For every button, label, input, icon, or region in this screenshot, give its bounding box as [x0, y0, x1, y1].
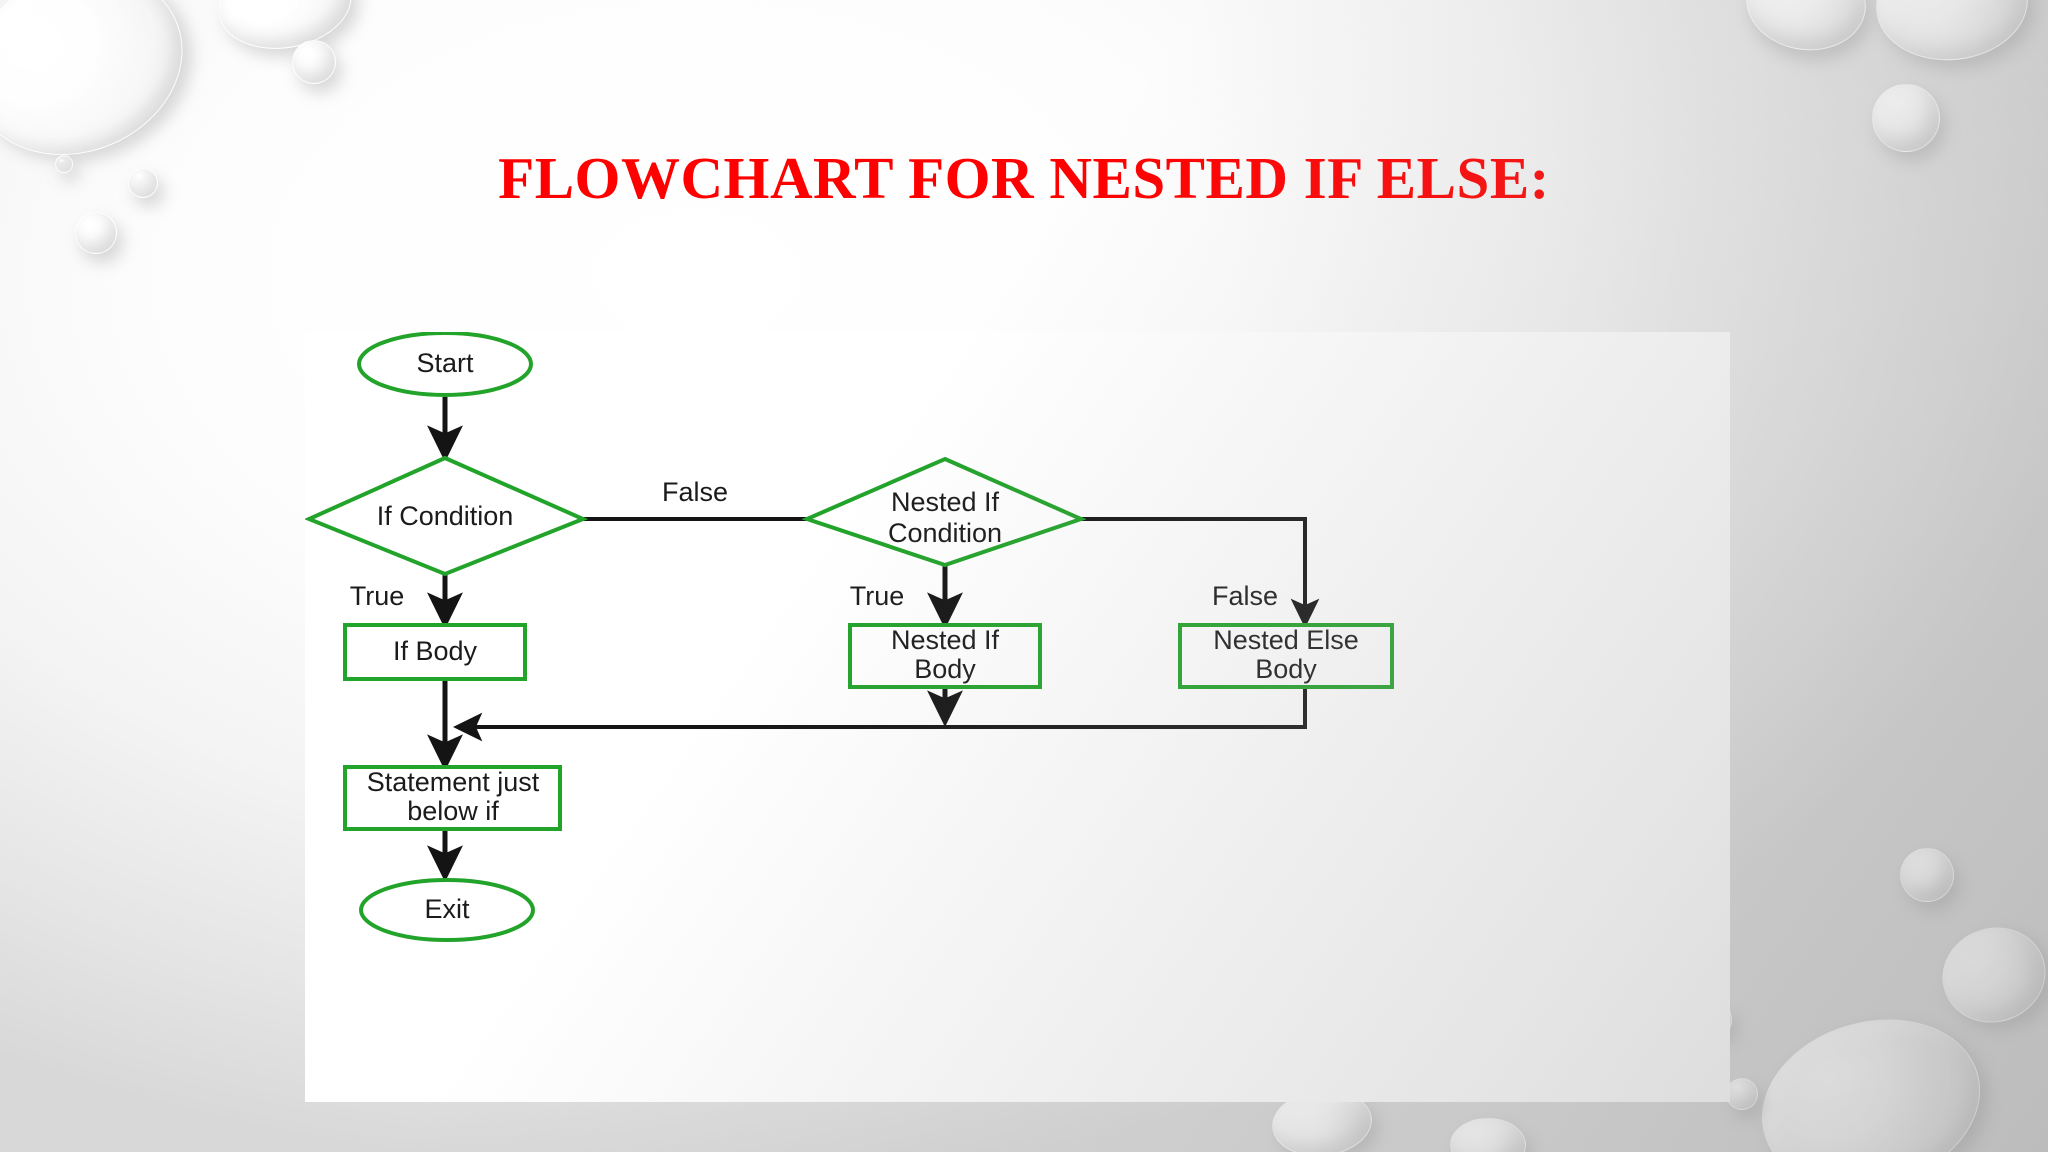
- exit-label: Exit: [424, 894, 470, 924]
- if-condition-diamond-shape: [305, 455, 589, 577]
- if-condition-label: If Condition: [377, 501, 514, 531]
- droplet-decoration: [1930, 914, 2048, 1036]
- edge-label-if-false: False: [662, 477, 728, 507]
- page-title: FLOWCHART FOR NESTED IF ELSE:: [498, 145, 1550, 211]
- flowchart-panel: Start If Condition False True Nested If …: [305, 332, 1730, 1102]
- nested-if-condition-diamond-shape: [801, 456, 1087, 568]
- node-statement-below-if[interactable]: Statement just below if: [343, 765, 562, 831]
- edge-label-nested-true: True: [850, 581, 905, 611]
- node-start[interactable]: Start: [357, 332, 533, 397]
- droplet-decoration: [292, 40, 336, 84]
- nested-if-condition-label-line1: Nested If: [891, 487, 1000, 517]
- exit-ellipse-shape: [359, 878, 535, 942]
- nested-else-body-label-line2: Body: [1255, 654, 1317, 684]
- if-body-rect-shape: [343, 623, 527, 681]
- nested-if-body-label-line2: Body: [914, 654, 976, 684]
- droplet-decoration: [1740, 0, 1872, 58]
- node-exit[interactable]: Exit: [359, 878, 535, 942]
- edge-nested-false-to-else-body: [1081, 517, 1320, 628]
- node-nested-if-body[interactable]: Nested If Body: [848, 623, 1042, 689]
- start-ellipse-shape: [357, 332, 533, 397]
- droplet-decoration: [1450, 1118, 1526, 1152]
- statement-below-if-label-line2: below if: [407, 796, 499, 826]
- droplet-decoration: [1872, 84, 1940, 152]
- droplet-decoration: [211, 0, 359, 59]
- statement-below-if-label-line1: Statement just: [367, 767, 540, 797]
- nested-else-body-label-line1: Nested Else: [1213, 625, 1359, 655]
- edge-label-nested-false: False: [1212, 581, 1278, 611]
- droplet-decoration: [1870, 0, 2034, 68]
- if-body-label: If Body: [393, 636, 478, 666]
- droplet-decoration: [1900, 848, 1954, 902]
- nested-if-body-label-line1: Nested If: [891, 625, 1000, 655]
- droplet-decoration: [1726, 1078, 1758, 1110]
- droplet-decoration: [1741, 994, 2001, 1152]
- node-if-body[interactable]: If Body: [343, 623, 527, 681]
- droplet-decoration: [75, 212, 117, 254]
- nested-if-condition-label-line2: Condition: [888, 518, 1002, 548]
- flowchart-diagram: Start If Condition False True Nested If …: [305, 332, 1394, 942]
- nested-else-body-rect-shape: [1178, 623, 1394, 689]
- node-nested-else-body[interactable]: Nested Else Body: [1178, 623, 1394, 689]
- statement-below-if-rect-shape: [343, 765, 562, 831]
- edge-label-if-true: True: [350, 581, 405, 611]
- edge-merge-bus: [453, 685, 1307, 742]
- start-label: Start: [416, 348, 474, 378]
- node-if-condition[interactable]: If Condition: [305, 455, 589, 577]
- node-nested-if-condition[interactable]: Nested If Condition: [801, 456, 1087, 568]
- nested-if-body-rect-shape: [848, 623, 1042, 689]
